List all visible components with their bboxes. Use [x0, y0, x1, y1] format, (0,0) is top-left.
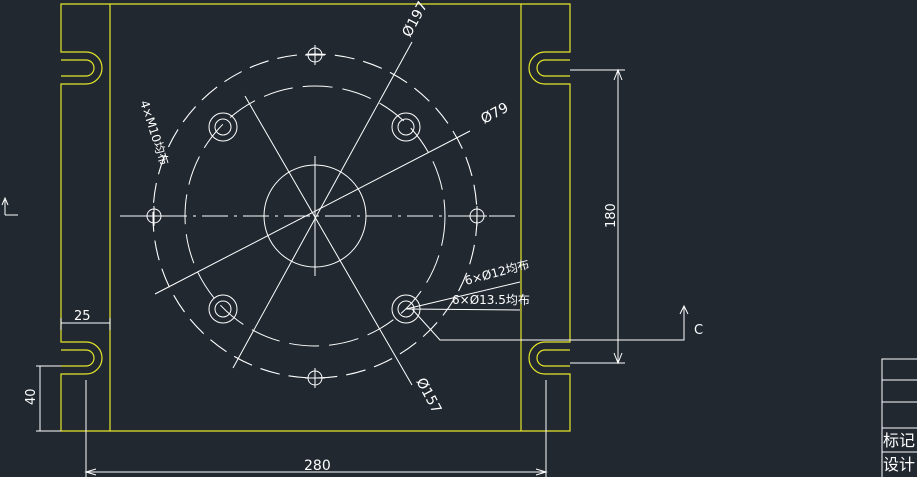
dim-280: 280	[304, 458, 331, 474]
tapped-holes	[144, 45, 487, 388]
title-block-mark-label: 标记	[883, 431, 915, 450]
dim-180: 180	[604, 203, 619, 228]
note-through-holes-large: 6×Ø13.5均布	[452, 293, 530, 307]
tapped-hole-bottom	[305, 368, 325, 388]
radial-leaders	[154, 41, 471, 386]
tapped-hole-left	[144, 206, 164, 226]
section-marker-label: C	[694, 323, 703, 338]
dimension-lines	[36, 68, 689, 477]
plate-outline	[60, 3, 571, 432]
dim-d157: Ø157	[412, 375, 444, 416]
counterbored-holes	[208, 112, 421, 324]
dim-d197: Ø197	[399, 0, 431, 40]
dim-40: 40	[24, 388, 39, 405]
dim-25: 25	[74, 309, 91, 324]
left-section-marker	[1, 196, 18, 216]
title-block-design-label: 设计	[883, 455, 915, 474]
note-tapped-holes: 4×M10均布	[137, 99, 171, 167]
center-lines	[120, 156, 515, 276]
cb-hole-top-left	[208, 112, 238, 142]
dim-d79: Ø79	[478, 100, 511, 128]
cb-hole-top-right	[391, 112, 421, 142]
cb-hole-bottom-left	[208, 294, 238, 324]
tapped-hole-top	[305, 45, 325, 65]
title-block: 标记 设计	[881, 358, 917, 477]
tapped-hole-right	[467, 206, 487, 226]
